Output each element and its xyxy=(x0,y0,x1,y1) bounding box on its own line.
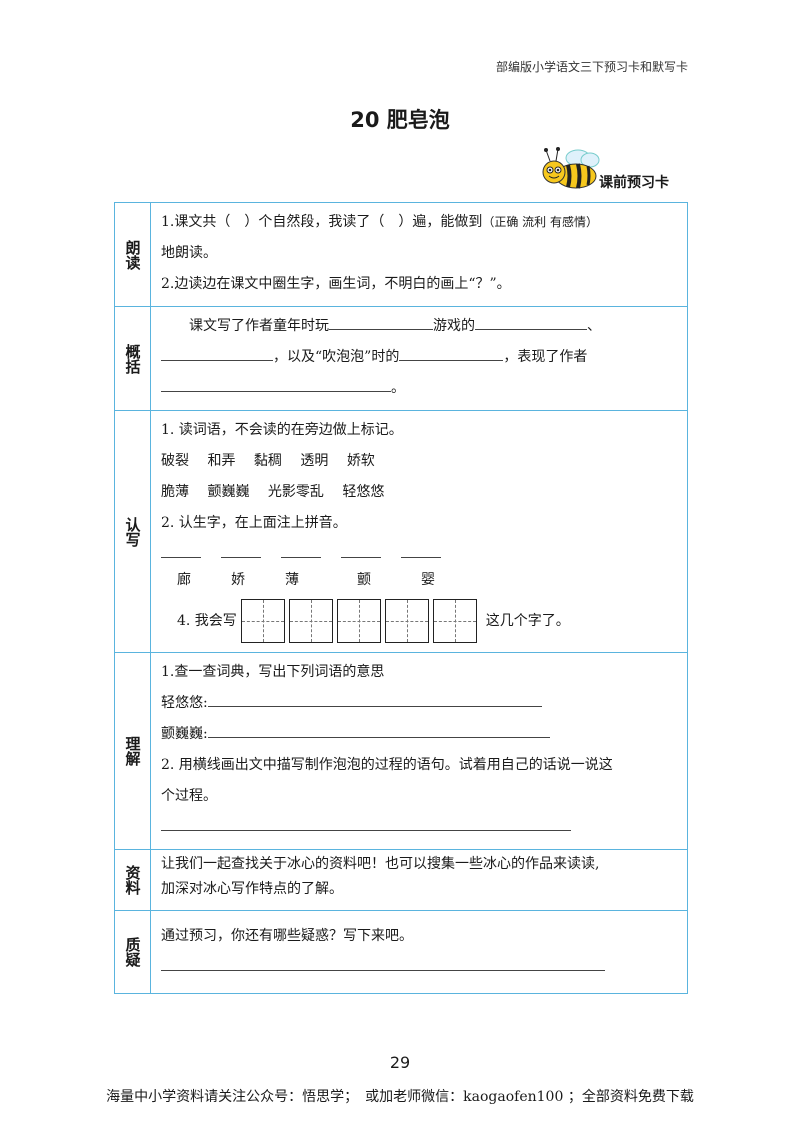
word-row-2: 脆薄 颤巍巍 光影零乱 轻悠悠 xyxy=(161,477,679,508)
answer-blank[interactable] xyxy=(207,688,542,707)
writing-grid[interactable] xyxy=(337,599,382,643)
vocab-word: 颤巍巍 xyxy=(207,484,250,500)
question-line-1: 通过预习，你还有哪些疑惑？写下来吧。 xyxy=(161,928,413,944)
new-char: 颤 xyxy=(357,572,371,588)
preview-card-label: 课前预习卡 xyxy=(599,175,669,191)
writing-grid[interactable] xyxy=(433,599,478,643)
vocab-word: 轻悠悠 xyxy=(342,484,385,500)
section-label: 资料 xyxy=(114,849,151,911)
write-q4: 4. 我会写 这几个字了。 xyxy=(161,596,679,646)
material-line-1: 让我们一起查找关于冰心的资料吧！也可以搜集一些冰心的作品来读读, xyxy=(161,856,600,872)
char-row: 廊娇薄颤婴 xyxy=(161,565,679,596)
section-label: 认写 xyxy=(114,410,151,653)
new-char: 婴 xyxy=(421,572,435,588)
pinyin-blanks xyxy=(161,539,679,565)
write-q4-tail: 这几个字了。 xyxy=(485,613,570,629)
vocab-word: 破裂 xyxy=(161,453,189,469)
new-char: 廊 xyxy=(177,572,191,588)
answer-blank[interactable] xyxy=(207,719,550,738)
answer-blank[interactable] xyxy=(399,342,504,361)
series-header: 部编版小学语文三下预习卡和默写卡 xyxy=(495,60,688,74)
understand-q2-cont: 个过程。 xyxy=(161,788,217,804)
section-write: 认写 1. 读词语，不会读的在旁边做上标记。 破裂 和弄 黏稠 透明 娇软 脆薄… xyxy=(114,410,688,653)
word-row-1: 破裂 和弄 黏稠 透明 娇软 xyxy=(161,446,679,477)
summary-text: 、 xyxy=(587,318,601,334)
pinyin-blank[interactable] xyxy=(341,543,381,558)
read-line-1: 1.课文共（ ）个自然段，我读了（ ）遍，能做到 xyxy=(161,214,483,230)
new-char: 娇 xyxy=(231,572,245,588)
section-question: 质疑 通过预习，你还有哪些疑惑？写下来吧。 xyxy=(114,910,688,994)
summary-text: ，以及“吹泡泡”时的 xyxy=(273,349,400,365)
vocab-word: 黏稠 xyxy=(253,453,282,469)
answer-blank[interactable] xyxy=(161,812,571,831)
term-label: 轻悠悠: xyxy=(161,695,208,711)
summary-text: ，表现了作者 xyxy=(503,349,588,365)
summary-text: 。 xyxy=(391,380,405,396)
page-title: 20 肥皂泡 xyxy=(350,108,450,132)
vocab-word: 和弄 xyxy=(207,453,236,469)
term-label: 颤巍巍: xyxy=(161,726,208,742)
new-char: 薄 xyxy=(285,572,299,588)
summary-text: 游戏的 xyxy=(433,318,475,334)
writing-grid[interactable] xyxy=(289,599,334,643)
writing-grid[interactable] xyxy=(241,599,286,643)
answer-blank[interactable] xyxy=(329,311,433,330)
write-q1: 1. 读词语，不会读的在旁边做上标记。 xyxy=(161,422,403,438)
section-label: 质疑 xyxy=(114,910,151,994)
answer-blank[interactable] xyxy=(161,342,273,361)
section-read: 朗读 1.课文共（ ）个自然段，我读了（ ）遍，能做到（正确 流利 有感情） 地… xyxy=(114,202,688,307)
writing-grid[interactable] xyxy=(385,599,430,643)
pinyin-blank[interactable] xyxy=(221,543,261,558)
vocab-word: 娇软 xyxy=(346,453,375,469)
read-line-2: 地朗读。 xyxy=(161,245,217,261)
bee-icon xyxy=(542,147,600,189)
understand-q1: 1.查一查词典，写出下列词语的意思 xyxy=(161,664,385,680)
footer-note: 海量中小学资料请关注公众号：悟思学； 或加老师微信：kaogaofen100 ；… xyxy=(106,1089,694,1105)
vocab-word: 透明 xyxy=(300,453,329,469)
vocab-word: 光影零乱 xyxy=(267,484,324,500)
vocab-word: 脆薄 xyxy=(161,484,189,500)
understand-q2: 2. 用横线画出文中描写制作泡泡的过程的语句。试着用自己的话说一说这 xyxy=(161,757,613,773)
section-understand: 理解 1.查一查词典，写出下列词语的意思 轻悠悠: 颤巍巍: 2. 用横线画出文… xyxy=(114,652,688,850)
write-q4-label: 4. 我会写 xyxy=(177,613,237,629)
pinyin-blank[interactable] xyxy=(281,543,321,558)
pinyin-blank[interactable] xyxy=(401,543,441,558)
pinyin-blank[interactable] xyxy=(161,543,201,558)
read-line-3: 2.边读边在课文中圈生字，画生词，不明白的画上“？”。 xyxy=(161,276,511,292)
answer-blank[interactable] xyxy=(161,373,391,392)
preview-table: 朗读 1.课文共（ ）个自然段，我读了（ ）遍，能做到（正确 流利 有感情） 地… xyxy=(114,202,688,994)
write-q2: 2. 认生字，在上面注上拼音。 xyxy=(161,515,347,531)
section-summary: 概括 课文写了作者童年时玩 游戏的 、 ，以及“吹泡泡”时的 ，表现了作者 。 xyxy=(114,306,688,411)
page-number: 29 xyxy=(389,1053,411,1072)
section-label: 朗读 xyxy=(114,202,151,307)
summary-text: 课文写了作者童年时玩 xyxy=(189,318,329,334)
answer-blank[interactable] xyxy=(475,311,587,330)
material-line-2: 加深对冰心写作特点的了解。 xyxy=(161,881,343,897)
section-label: 理解 xyxy=(114,652,151,850)
section-material: 资料 让我们一起查找关于冰心的资料吧！也可以搜集一些冰心的作品来读读, 加深对冰… xyxy=(114,849,688,911)
section-label: 概括 xyxy=(114,306,151,411)
read-line-1-hint: （正确 流利 有感情） xyxy=(482,215,598,229)
answer-blank[interactable] xyxy=(161,952,605,971)
